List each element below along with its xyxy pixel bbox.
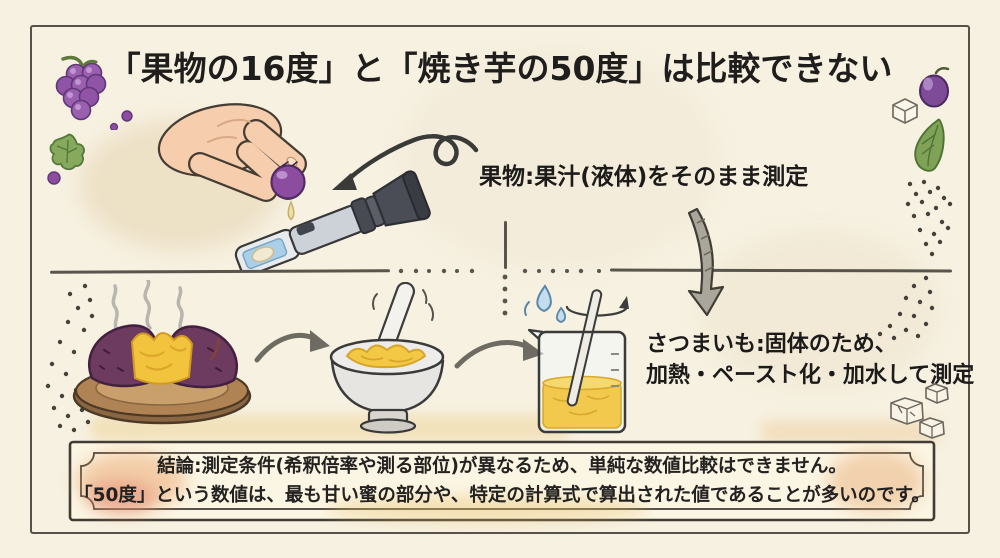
grape-bunch-icon <box>55 55 133 130</box>
dots-pattern-right-mid <box>877 275 935 341</box>
roasted-sweet-potato-on-plate <box>72 280 252 425</box>
dots-pattern-right-top <box>905 179 953 257</box>
beaker-with-stirring-rod <box>524 284 629 434</box>
motion-lines <box>372 289 434 321</box>
grape-leaf-icon <box>49 133 85 171</box>
stirring-rod-icon <box>566 289 603 407</box>
conclusion-text: 結論:測定条件(希釈倍率や測る部位)が異なるため、単純な数値比較はできません。 … <box>68 440 936 522</box>
potato-method-line2: 加熱・ペースト化・加水して測定 <box>646 363 975 388</box>
juice-drop-icon <box>287 200 295 221</box>
potato-method-line1: さつまいも:固体のため、 <box>646 332 897 357</box>
steam-icon <box>111 280 184 334</box>
sugar-cube-icon <box>892 98 918 124</box>
stir-arrow-icon <box>565 296 629 317</box>
water-drops-icon <box>524 284 567 323</box>
page-title: 「果物の16度」と「焼き芋の50度」は比較できない <box>107 49 893 88</box>
conclusion-line2: 「50度」という数値は、最も甘い蜜の部分や、特定の計算式で算出された値であること… <box>74 484 930 506</box>
curly-arrow-icon <box>332 134 479 190</box>
potato-method-label: さつまいも:固体のため、 加熱・ペースト化・加水して測定 <box>646 329 974 391</box>
conclusion-box: 結論:測定条件(希釈倍率や測る部位)が異なるため、単純な数値比較はできません。 … <box>68 440 936 522</box>
leaf-icon <box>914 118 945 172</box>
mortar-and-pestle <box>329 282 445 434</box>
squeezed-grape-icon <box>270 161 306 200</box>
dots-pattern-left <box>45 283 95 433</box>
conclusion-line1: 結論:測定条件(希釈倍率や測る部位)が異なるため、単純な数値比較はできません。 <box>157 455 847 477</box>
berry-icon <box>47 171 61 185</box>
grape-icon <box>919 66 950 108</box>
refractometer-icon <box>234 170 431 272</box>
sugar-cubes-icon <box>890 383 949 439</box>
big-down-arrow-icon <box>687 207 725 317</box>
sweet-potato-icon <box>87 324 239 389</box>
hand-squeezing-grape-over-refractometer <box>157 103 431 272</box>
fruit-method-label: 果物:果汁(液体)をそのまま測定 <box>479 164 809 190</box>
outer-frame <box>30 25 970 534</box>
arrow-potato-to-mortar-icon <box>254 330 330 363</box>
